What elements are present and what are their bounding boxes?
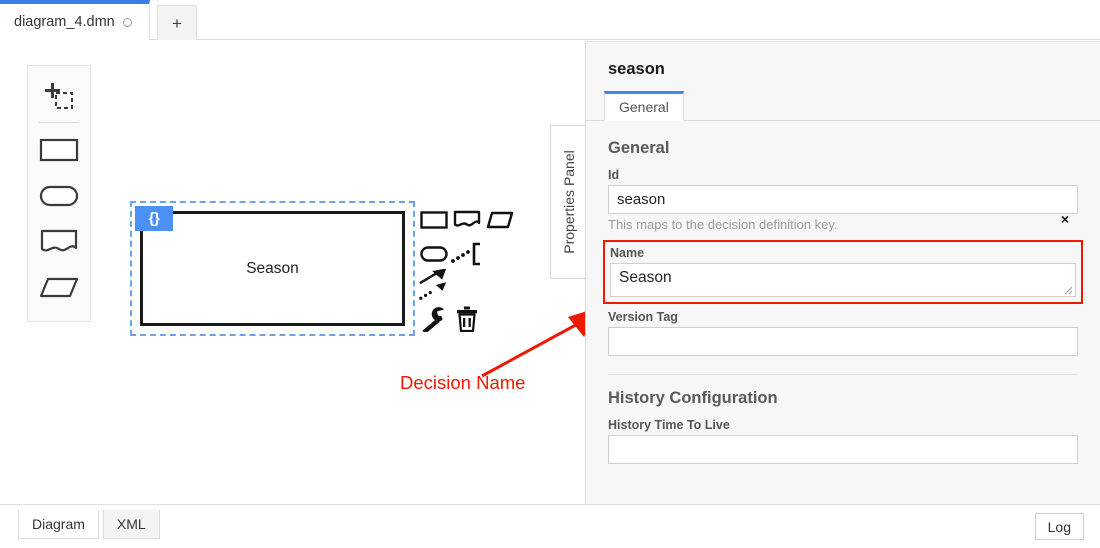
- status-bar: Diagram XML Log: [0, 504, 1100, 548]
- context-pad-append-business-knowledge-model[interactable]: [418, 239, 450, 269]
- id-input-value: season: [617, 191, 666, 208]
- log-button-label: Log: [1047, 518, 1071, 535]
- properties-panel-body: General Id season × This maps to the dec…: [586, 121, 1100, 504]
- field-history-time-to-live: History Time To Live: [608, 418, 1078, 464]
- tab-xml[interactable]: XML: [102, 510, 160, 539]
- element-palette: [27, 65, 91, 322]
- name-input-value: Season: [619, 269, 672, 286]
- tab-xml-label: XML: [116, 516, 146, 532]
- group-title-history-configuration: History Configuration: [608, 389, 778, 407]
- properties-panel-region: Properties Panel season General General …: [550, 41, 1100, 504]
- tab-general[interactable]: General: [604, 91, 684, 121]
- tab-diagram[interactable]: Diagram: [18, 510, 99, 539]
- decision-icon: [39, 138, 79, 162]
- input-data-icon: [486, 211, 514, 229]
- history-time-to-live-input[interactable]: [608, 435, 1078, 464]
- tab-diagram-4-dmn[interactable]: diagram_4.dmn: [0, 0, 150, 40]
- decision-icon: [420, 211, 448, 229]
- group-divider: [608, 374, 1078, 375]
- add-tab-button[interactable]: +: [157, 5, 197, 40]
- field-name-label: Name: [610, 246, 645, 260]
- field-version-tag: Version Tag: [608, 310, 1078, 356]
- decision-shape-label: Season: [246, 259, 299, 277]
- context-pad-append-knowledge-source[interactable]: [451, 205, 483, 235]
- tab-general-label: General: [619, 99, 669, 115]
- context-pad-trash[interactable]: [451, 304, 483, 334]
- palette-item-input-data-tool[interactable]: [28, 265, 90, 311]
- decision-literal-expression-badge-icon[interactable]: {}: [135, 206, 173, 231]
- tab-file-label: diagram_4.dmn: [14, 14, 115, 30]
- group-title-general: General: [608, 139, 670, 157]
- clear-icon[interactable]: ×: [1060, 211, 1069, 227]
- wrench-icon: [422, 307, 444, 332]
- field-id-help: This maps to the decision definition key…: [608, 217, 838, 232]
- context-pad: [418, 205, 522, 337]
- field-id: Id season × This maps to the decision de…: [608, 168, 1078, 232]
- field-id-label: Id: [608, 168, 620, 182]
- palette-item-knowledge-source-tool[interactable]: [28, 219, 90, 265]
- properties-panel: season General General Id season × This …: [585, 41, 1100, 504]
- log-button[interactable]: Log: [1034, 513, 1084, 540]
- lasso-tool-icon: [45, 83, 73, 109]
- version-tag-input[interactable]: [608, 327, 1078, 356]
- field-history-time-to-live-label: History Time To Live: [608, 418, 730, 432]
- editor-tab-bar: diagram_4.dmn +: [0, 0, 1100, 40]
- properties-panel-toggle-label: Properties Panel: [560, 150, 577, 254]
- information-requirement-arrow-icon: [419, 269, 447, 300]
- input-data-icon: [39, 277, 79, 298]
- highlight-decision-name: Name Season: [603, 240, 1083, 304]
- connect-bracket-icon: [451, 242, 480, 266]
- context-pad-append-input-data[interactable]: [484, 205, 516, 235]
- annotation-label: Decision Name: [400, 372, 526, 393]
- palette-divider: [39, 122, 79, 123]
- business-knowledge-model-icon: [39, 185, 79, 207]
- context-pad-wrench[interactable]: [418, 304, 450, 334]
- context-pad-append-decision[interactable]: [418, 205, 450, 235]
- resize-grip-icon[interactable]: [1063, 285, 1073, 295]
- view-tabs: Diagram XML: [18, 510, 160, 539]
- business-knowledge-model-icon: [420, 246, 448, 262]
- palette-item-decision-tool[interactable]: [28, 127, 90, 173]
- palette-item-business-knowledge-model-tool[interactable]: [28, 173, 90, 219]
- trash-icon: [457, 306, 477, 332]
- context-pad-information-requirement-arrow[interactable]: [418, 269, 450, 301]
- properties-panel-tabs: General: [586, 91, 1100, 121]
- decision-selection-outline: Season {}: [130, 201, 415, 336]
- tab-diagram-label: Diagram: [32, 516, 85, 532]
- knowledge-source-icon: [40, 229, 78, 252]
- plus-icon: +: [172, 13, 182, 33]
- id-input[interactable]: season: [608, 185, 1078, 214]
- properties-panel-title: season: [608, 60, 665, 78]
- knowledge-source-icon: [453, 210, 481, 227]
- field-version-tag-label: Version Tag: [608, 310, 678, 324]
- field-name: Name Season: [610, 246, 1076, 297]
- decision-shape-season[interactable]: Season: [140, 211, 405, 326]
- unsaved-dot-icon: [122, 17, 132, 27]
- properties-panel-toggle[interactable]: Properties Panel: [550, 125, 586, 279]
- decision-badge-glyph: {}: [148, 210, 160, 227]
- name-input[interactable]: Season: [610, 263, 1076, 297]
- palette-item-lasso-tool[interactable]: [28, 74, 90, 120]
- context-pad-connect-bracket[interactable]: [451, 239, 483, 269]
